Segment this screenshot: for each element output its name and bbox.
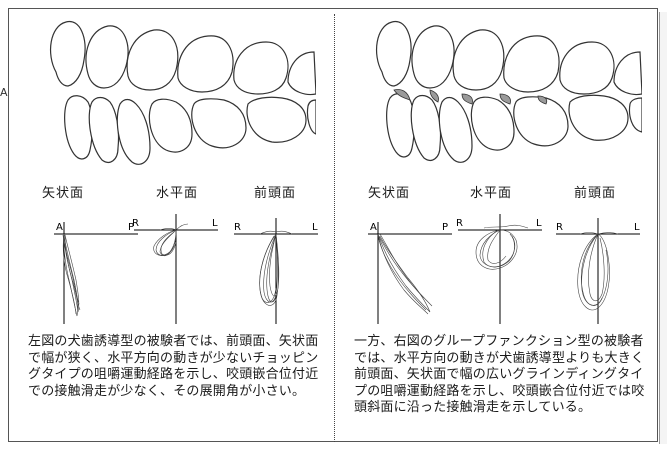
label-horizontal: 水平面 <box>470 182 512 201</box>
dentition-illustration <box>26 14 316 174</box>
label-sagittal: 矢状面 <box>368 182 410 201</box>
panel-canine-guidance: 矢状面 水平面 前頭面 A P R L R L <box>8 8 334 442</box>
axis-label-r: R <box>456 218 463 229</box>
plot-sagittal: A P <box>364 208 456 328</box>
axis-label-l: L <box>634 222 640 233</box>
caption-canine-guidance: 左図の犬歯誘導型の被験者では、前頭面、矢状面で幅が狭く、水平方向の動きが少ないチ… <box>28 334 328 400</box>
caption-group-function: 一方、右図のグループファンクション型の被験者では、水平方向の動きが犬歯誘導型より… <box>354 334 654 417</box>
chewing-path-traces <box>476 225 528 269</box>
chewing-path-traces <box>154 224 188 256</box>
axis-label-r: R <box>234 222 241 233</box>
label-sagittal: 矢状面 <box>42 182 84 201</box>
page-edge <box>659 12 667 444</box>
axis-label-l: L <box>536 218 542 229</box>
label-frontal: 前頭面 <box>254 182 296 201</box>
label-horizontal: 水平面 <box>156 182 198 201</box>
dentition-illustration <box>352 14 642 174</box>
axis-label-a: A <box>370 222 377 233</box>
plot-horizontal: R L <box>130 208 222 328</box>
label-frontal: 前頭面 <box>574 182 616 201</box>
chewing-path-traces <box>63 234 80 316</box>
axis-label-l: L <box>212 218 218 229</box>
axis-label-a: A <box>56 222 63 233</box>
plot-frontal: R L <box>552 208 644 328</box>
plot-sagittal: A P <box>50 208 142 328</box>
side-mark: A <box>0 86 8 99</box>
axis-label-l: L <box>312 222 318 233</box>
plot-frontal: R L <box>230 208 322 328</box>
axis-label-p: P <box>442 222 448 233</box>
chewing-path-traces <box>378 234 432 314</box>
panel-group-function: 矢状面 水平面 前頭面 A P R L R L <box>334 8 660 442</box>
axis-label-r: R <box>132 218 139 229</box>
plot-horizontal: R L <box>454 208 546 328</box>
axis-label-r: R <box>556 222 563 233</box>
